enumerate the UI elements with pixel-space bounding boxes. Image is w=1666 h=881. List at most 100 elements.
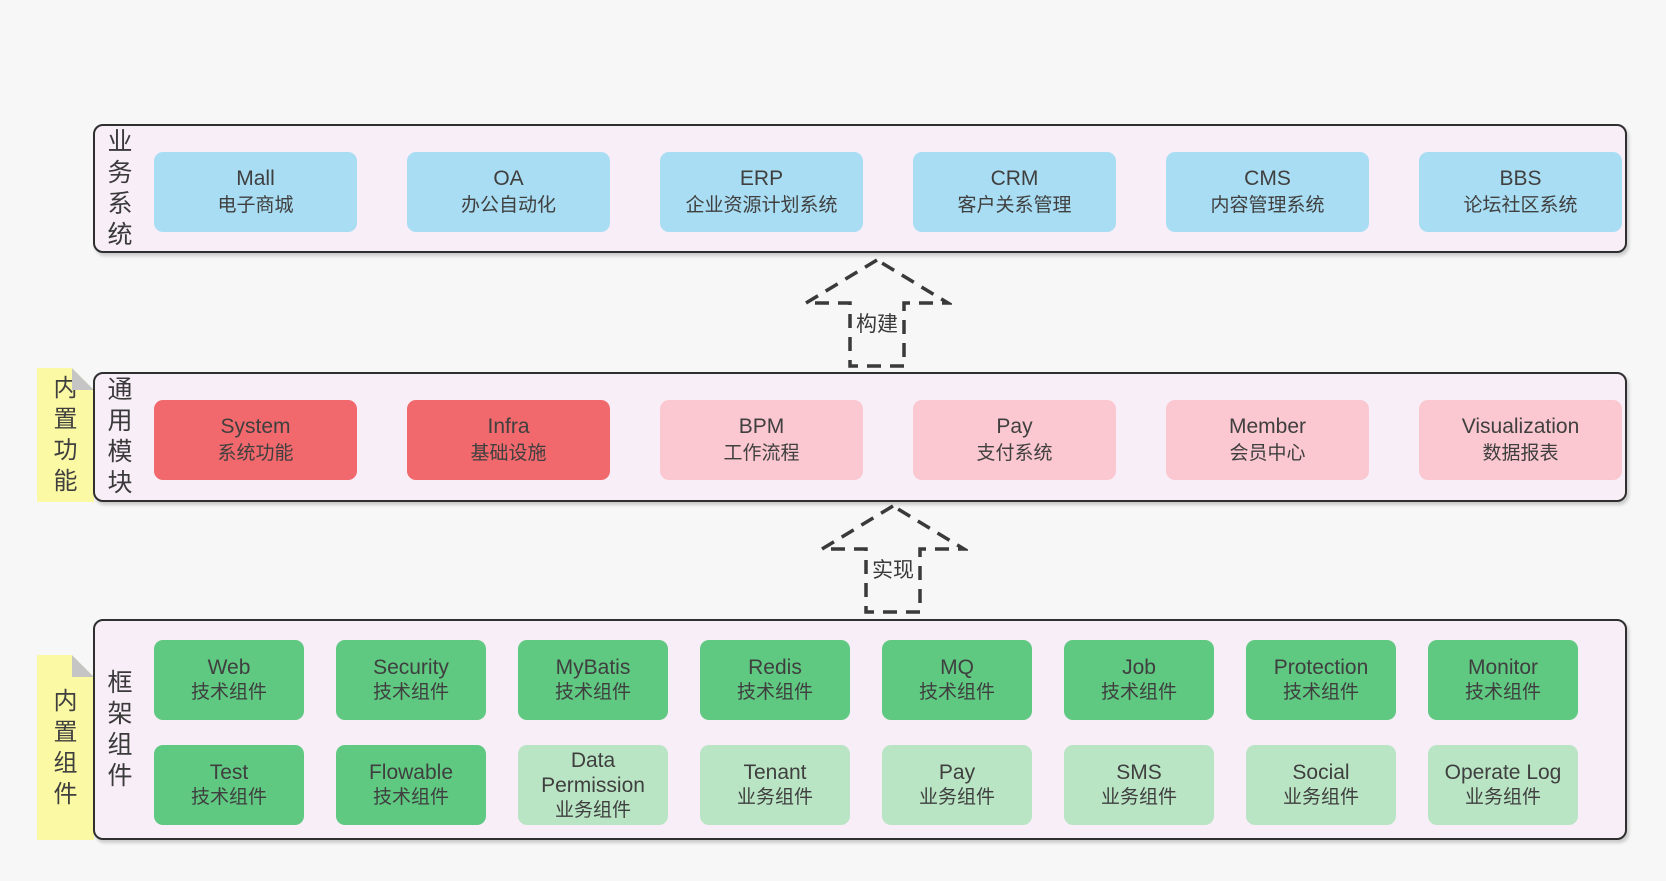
module-desc: 企业资源计划系统 [685,195,838,216]
module-box-erp: ERP 企业资源计划系统 [660,152,863,232]
module-desc: 业务组件 [918,787,995,808]
module-box-pay: Pay 业务组件 [882,745,1032,825]
arrow-build-outline [802,257,952,368]
section-label-char: 业 [107,127,133,156]
module-desc: 业务组件 [554,799,631,821]
module-desc: 客户关系管理 [957,195,1072,216]
module-name: Web [207,656,251,679]
sticky-label-char: 置 [53,406,78,433]
section-label-char: 模 [107,438,133,466]
module-name: ERP [739,167,784,190]
sticky-label-char: 内 [53,687,78,715]
sticky-label-char: 组 [53,749,78,777]
module-name: Operate Log [1444,761,1562,784]
module-name: System [220,415,291,438]
module-desc: 技术组件 [1100,682,1177,703]
module-desc: 电子商城 [217,195,294,216]
module-name: Infra [487,415,530,438]
module-box-bpm: BPM 工作流程 [660,400,863,480]
module-desc: 技术组件 [554,682,631,703]
arrow-build-label: 构建 [852,307,902,339]
arrow-implement-outline [818,503,968,614]
section-label-char: 统 [107,220,133,249]
sticky-label-char: 件 [53,780,78,808]
module-name: Test [209,761,249,784]
module-box-infra: Infra 基础设施 [407,400,610,480]
module-desc: 内容管理系统 [1210,195,1325,216]
module-name: Security [373,656,449,679]
module-name: Tenant [743,761,807,784]
module-box-visualization: Visualization 数据报表 [1419,400,1622,480]
arrow-implement: 实现 [818,503,968,615]
section-label-char: 组 [107,730,133,759]
module-name: Mall [236,167,275,190]
module-box-web: Web 技术组件 [154,640,304,720]
sticky-label-char: 功 [53,437,78,464]
module-desc: 工作流程 [723,443,800,464]
arrow-implement-label: 实现 [868,553,918,585]
module-box-system: System 系统功能 [154,400,357,480]
module-name: BPM [738,415,785,438]
sticky-fold-corner-icon [72,368,94,390]
module-desc: 技术组件 [190,682,267,703]
module-name: SMS [1116,761,1162,784]
module-desc: 技术组件 [372,787,449,808]
section-label-char: 框 [107,668,133,697]
module-desc: 基础设施 [470,443,547,464]
section-label-char: 系 [107,189,133,218]
sticky-note-built-in-components: 内置组件 [37,655,94,840]
module-name: Redis [748,656,802,679]
sticky-label-char: 置 [53,718,78,746]
module-desc: 办公自动化 [460,195,556,216]
module-desc: 业务组件 [1464,787,1541,808]
sticky-note-built-in-features: 内置功能 [37,368,94,502]
section-label-char: 架 [107,699,133,728]
module-name: MQ [940,656,974,679]
module-name: CMS [1244,167,1291,190]
module-desc: 技术组件 [736,682,813,703]
module-desc: 技术组件 [190,787,267,808]
sticky-label-char: 能 [53,468,78,495]
module-name: Data Permission [541,748,645,797]
module-box-redis: Redis 技术组件 [700,640,850,720]
module-name: Social [1292,761,1350,784]
module-box-test: Test 技术组件 [154,745,304,825]
module-desc: 业务组件 [1100,787,1177,808]
section-label-char: 件 [107,761,133,790]
section-label-char: 通 [107,376,133,404]
module-desc: 技术组件 [1282,682,1359,703]
section-label-char: 务 [107,158,133,187]
module-box-security: Security 技术组件 [336,640,486,720]
module-box-cms: CMS 内容管理系统 [1166,152,1369,232]
module-name: CRM [990,167,1039,190]
module-name: Pay [996,415,1033,438]
arrow-build: 构建 [802,257,952,369]
module-box-crm: CRM 客户关系管理 [913,152,1116,232]
module-name: Pay [938,761,976,784]
module-desc: 数据报表 [1482,443,1559,464]
module-desc: 技术组件 [372,682,449,703]
section-label-business-systems: 业务系统 [103,126,137,251]
section-label-common-modules: 通用模块 [103,374,137,500]
module-desc: 系统功能 [217,443,294,464]
module-name: Visualization [1461,415,1580,438]
section-label-char: 用 [107,407,133,435]
sticky-fold-corner-icon [72,655,94,677]
